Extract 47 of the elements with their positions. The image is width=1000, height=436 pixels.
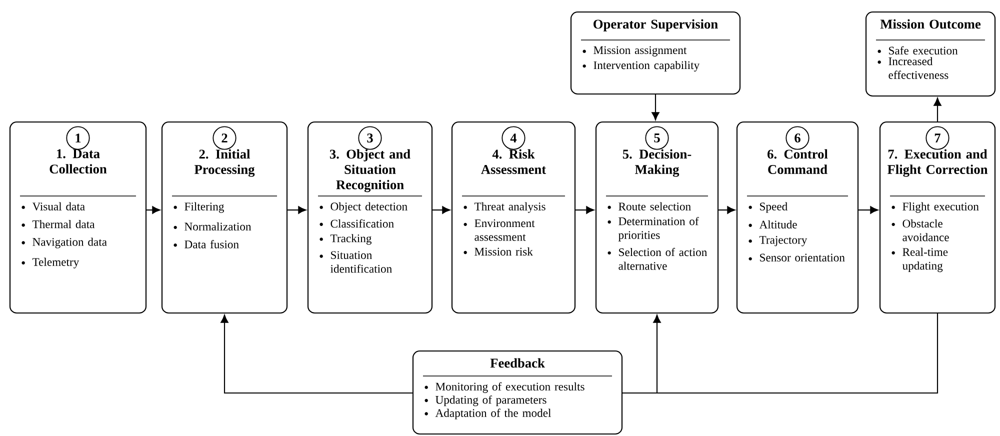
- bullet-item: Filtering: [174, 202, 224, 213]
- bullet-item: Increased effectiveness: [878, 57, 948, 79]
- bullet-item: Situation identification: [320, 251, 392, 273]
- bullet-item: Adaptation of the model: [424, 408, 552, 420]
- bullet-item: Trajectory: [748, 236, 808, 246]
- step-number: 1: [66, 126, 90, 150]
- step-number: 3: [358, 126, 382, 150]
- step-number: 6: [786, 126, 810, 150]
- bullet-item: Obstacle avoidance: [892, 219, 949, 242]
- bullet-item: Monitoring of execution results: [424, 382, 584, 393]
- bullet-item: Mission assignment: [582, 46, 687, 56]
- arrow: [576, 206, 594, 214]
- bullet-item: Mission risk: [464, 247, 533, 256]
- bullet-item: Safe execution: [878, 46, 958, 55]
- arrow: [220, 314, 412, 394]
- arrow: [934, 98, 942, 122]
- arrow: [288, 206, 306, 214]
- bullet-item: Threat analysis: [464, 202, 546, 213]
- bullet-item: Normalization: [174, 222, 252, 230]
- arrow: [652, 94, 660, 120]
- step-number: 5: [645, 126, 669, 150]
- bullet-item: Object detection: [320, 202, 408, 213]
- step-number: 7: [926, 126, 950, 150]
- bullet-item: Updating of parameters: [424, 395, 546, 406]
- bullet-item: Sensor orientation: [748, 254, 845, 262]
- bullet-item: Flight execution: [892, 202, 979, 213]
- bullet-item: Tracking: [320, 234, 372, 245]
- bullet-item: Route selection: [608, 202, 691, 210]
- bullet-item: Data fusion: [174, 240, 239, 248]
- bullet-item: Thermal data: [22, 220, 95, 228]
- arrow: [432, 206, 450, 214]
- bullet-item: Selection of action alternative: [608, 248, 707, 270]
- bullet-item: Intervention capability: [582, 60, 700, 72]
- arrow: [146, 206, 160, 214]
- bullet-item: Altitude: [748, 220, 797, 228]
- step-number: 4: [502, 126, 526, 150]
- bullet-item: Classification: [320, 219, 394, 228]
- bullet-item: Navigation data: [22, 238, 107, 248]
- arrow: [718, 206, 736, 214]
- bullet-item: Environment assessment: [464, 219, 535, 241]
- step-number: 2: [212, 126, 236, 150]
- bullet-item: Determination of priorities: [608, 216, 699, 242]
- arrow: [858, 206, 878, 214]
- bullet-item: Telemetry: [22, 258, 80, 268]
- bullet-item: Real-time updating: [892, 248, 948, 272]
- bullet-item: Speed: [748, 202, 788, 213]
- bullet-item: Visual data: [22, 202, 85, 210]
